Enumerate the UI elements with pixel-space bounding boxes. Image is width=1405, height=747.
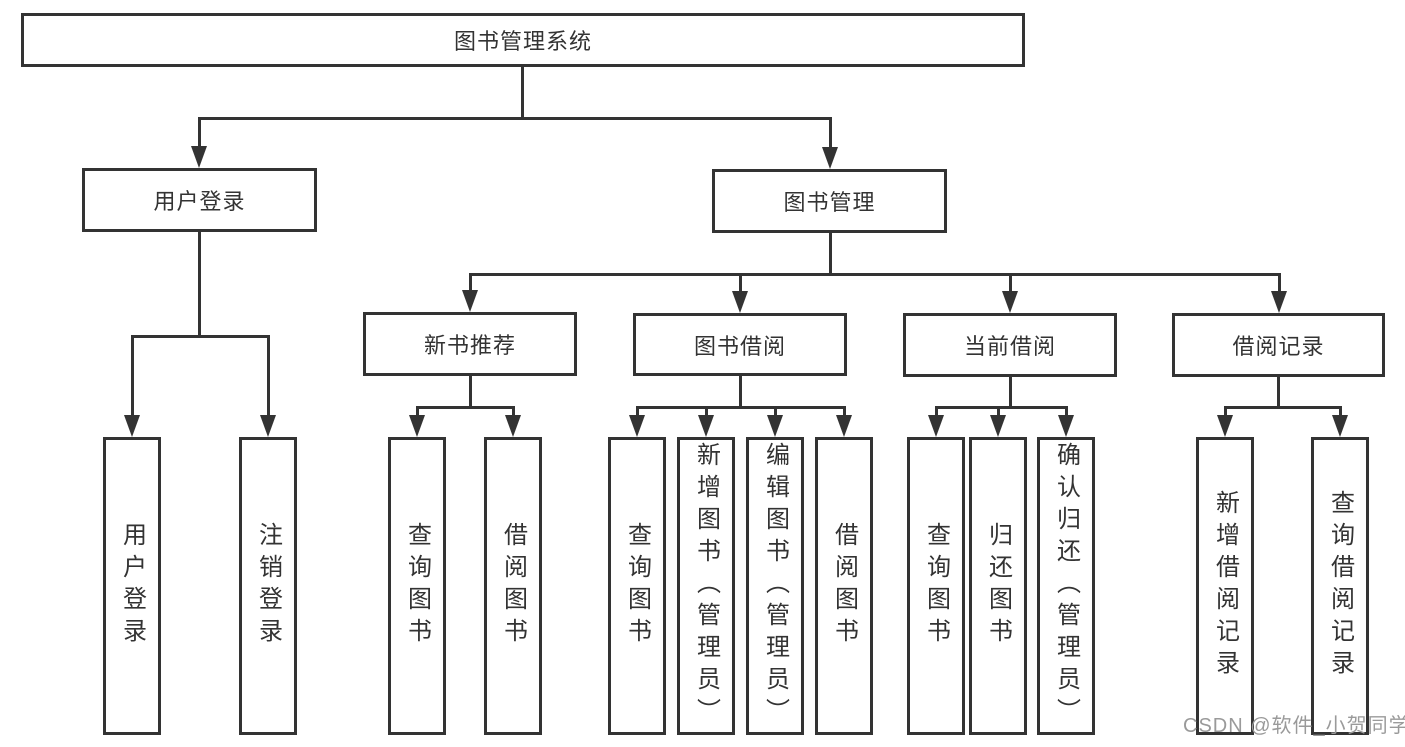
connector-line xyxy=(739,376,742,409)
connector-line xyxy=(636,406,639,419)
connector-line xyxy=(1277,377,1280,409)
leaf-borrow-books: 借阅图书 xyxy=(815,437,873,735)
arrowhead-down-icon xyxy=(260,415,276,437)
connector-line xyxy=(843,406,846,419)
leaf-user-login: 用户登录 xyxy=(103,437,161,735)
arrowhead-down-icon xyxy=(1271,291,1287,313)
leaf-edit-books-admin: 编辑图书（管理员） xyxy=(746,437,804,735)
connector-line xyxy=(416,406,515,409)
arrowhead-down-icon xyxy=(1058,415,1074,437)
leaf-add-books-admin: 新增图书（管理员） xyxy=(677,437,735,735)
arrowhead-down-icon xyxy=(629,415,645,437)
connector-line xyxy=(739,273,742,295)
connector-line xyxy=(705,406,708,419)
node-user-login: 用户登录 xyxy=(82,168,317,232)
arrowhead-down-icon xyxy=(990,415,1006,437)
connector-line xyxy=(829,233,832,276)
leaf-return-books: 归还图书 xyxy=(969,437,1027,735)
connector-line xyxy=(636,406,846,409)
connector-line xyxy=(267,335,270,419)
connector-line xyxy=(1278,273,1281,295)
node-new-book-recommend: 新书推荐 xyxy=(363,312,577,376)
leaf-borrow-books-newbook: 借阅图书 xyxy=(484,437,542,735)
arrowhead-down-icon xyxy=(767,415,783,437)
csdn-watermark: CSDN @软件_小贺同学 xyxy=(1183,715,1405,737)
connector-line xyxy=(1224,406,1342,409)
node-current-borrowing: 当前借阅 xyxy=(903,313,1117,377)
arrowhead-down-icon xyxy=(732,291,748,313)
connector-line xyxy=(131,335,270,338)
arrowhead-down-icon xyxy=(1217,415,1233,437)
arrowhead-down-icon xyxy=(1002,291,1018,313)
connector-line xyxy=(199,117,832,120)
connector-line xyxy=(521,67,524,119)
connector-line xyxy=(1065,406,1068,419)
connector-line xyxy=(1224,406,1227,419)
arrowhead-down-icon xyxy=(409,415,425,437)
arrowhead-down-icon xyxy=(1332,415,1348,437)
node-library-system: 图书管理系统 xyxy=(21,13,1025,67)
leaf-query-books-current: 查询图书 xyxy=(907,437,965,735)
leaf-query-borrow-record: 查询借阅记录 xyxy=(1311,437,1369,735)
arrowhead-down-icon xyxy=(191,146,207,168)
leaf-add-borrow-record: 新增借阅记录 xyxy=(1196,437,1254,735)
connector-line xyxy=(997,406,1000,419)
connector-line xyxy=(469,273,472,294)
arrowhead-down-icon xyxy=(505,415,521,437)
connector-line xyxy=(469,376,472,409)
connector-line xyxy=(1339,406,1342,419)
connector-line xyxy=(1009,273,1012,295)
connector-line xyxy=(469,273,1281,276)
connector-line xyxy=(131,335,134,419)
connector-line xyxy=(774,406,777,419)
connector-line xyxy=(935,406,1068,409)
connector-line xyxy=(935,406,938,419)
connector-line xyxy=(829,117,832,151)
leaf-query-books-newbook: 查询图书 xyxy=(388,437,446,735)
arrowhead-down-icon xyxy=(822,147,838,169)
arrowhead-down-icon xyxy=(698,415,714,437)
connector-line xyxy=(1009,377,1012,409)
connector-line xyxy=(198,117,201,150)
arrowhead-down-icon xyxy=(836,415,852,437)
arrowhead-down-icon xyxy=(928,415,944,437)
arrowhead-down-icon xyxy=(124,415,140,437)
node-book-management: 图书管理 xyxy=(712,169,947,233)
arrowhead-down-icon xyxy=(462,290,478,312)
leaf-query-books-borrowing: 查询图书 xyxy=(608,437,666,735)
node-borrowing-records: 借阅记录 xyxy=(1172,313,1385,377)
connector-line xyxy=(198,232,201,338)
connector-line xyxy=(416,406,419,419)
leaf-confirm-return-admin: 确认归还（管理员） xyxy=(1037,437,1095,735)
leaf-logout-login: 注销登录 xyxy=(239,437,297,735)
node-book-borrowing: 图书借阅 xyxy=(633,313,847,376)
connector-line xyxy=(512,406,515,419)
